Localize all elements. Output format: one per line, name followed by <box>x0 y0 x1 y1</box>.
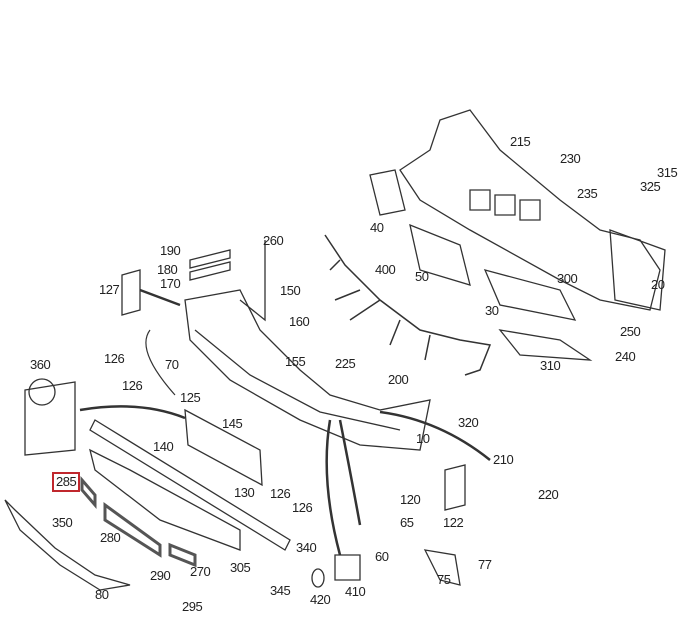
part-label-150[interactable]: 150 <box>280 283 301 298</box>
part-label-180[interactable]: 180 <box>157 262 178 277</box>
part-label-410[interactable]: 410 <box>345 584 366 599</box>
part-label-126a[interactable]: 126 <box>104 351 125 366</box>
support-310 <box>498 329 593 361</box>
ring-420 <box>311 568 325 588</box>
part-label-320[interactable]: 320 <box>458 415 479 430</box>
bracket-20 <box>609 229 666 311</box>
part-label-40[interactable]: 40 <box>370 220 384 235</box>
part-label-325[interactable]: 325 <box>640 179 661 194</box>
part-label-230[interactable]: 230 <box>560 151 581 166</box>
part-label-260[interactable]: 260 <box>263 233 284 248</box>
part-label-250[interactable]: 250 <box>620 324 641 339</box>
part-label-350[interactable]: 350 <box>52 515 73 530</box>
part-label-190[interactable]: 190 <box>160 243 181 258</box>
part-label-126d[interactable]: 126 <box>292 500 313 515</box>
part-label-145[interactable]: 145 <box>222 416 243 431</box>
part-label-240[interactable]: 240 <box>615 349 636 364</box>
part-label-10[interactable]: 10 <box>416 431 430 446</box>
part-label-65[interactable]: 65 <box>400 515 414 530</box>
part-label-360[interactable]: 360 <box>30 357 51 372</box>
bumper-carrier <box>399 109 661 311</box>
part-label-122[interactable]: 122 <box>443 515 464 530</box>
part-label-50[interactable]: 50 <box>415 269 429 284</box>
strip-180 <box>189 249 231 281</box>
part-label-20[interactable]: 20 <box>651 277 665 292</box>
part-label-160[interactable]: 160 <box>289 314 310 329</box>
part-label-215[interactable]: 215 <box>510 134 531 149</box>
trim-305 <box>89 448 241 551</box>
part-label-300[interactable]: 300 <box>557 271 578 286</box>
part-label-126b[interactable]: 126 <box>122 378 143 393</box>
part-label-120[interactable]: 120 <box>400 492 421 507</box>
part-label-30[interactable]: 30 <box>485 303 499 318</box>
grille-285 <box>80 475 97 510</box>
sensor-410 <box>334 554 361 581</box>
part-label-295[interactable]: 295 <box>182 599 203 614</box>
part-label-345[interactable]: 345 <box>270 583 291 598</box>
part-label-280[interactable]: 280 <box>100 530 121 545</box>
part-label-400[interactable]: 400 <box>375 262 396 277</box>
absorber-30 <box>483 269 577 321</box>
cover-122 <box>444 464 466 511</box>
part-label-126c[interactable]: 126 <box>270 486 291 501</box>
part-label-225[interactable]: 225 <box>335 356 356 371</box>
tool-kit-360 <box>24 381 76 456</box>
strip-80 <box>4 499 131 591</box>
part-label-270[interactable]: 270 <box>190 564 211 579</box>
part-label-200[interactable]: 200 <box>388 372 409 387</box>
bracket-50 <box>409 223 471 286</box>
part-label-70[interactable]: 70 <box>165 357 179 372</box>
part-label-155[interactable]: 155 <box>285 354 306 369</box>
part-label-130[interactable]: 130 <box>234 485 255 500</box>
bracket-40 <box>369 169 406 216</box>
part-label-170[interactable]: 170 <box>160 276 181 291</box>
part-label-125[interactable]: 125 <box>180 390 201 405</box>
part-label-210[interactable]: 210 <box>493 452 514 467</box>
part-label-127[interactable]: 127 <box>99 282 120 297</box>
part-label-77[interactable]: 77 <box>478 557 492 572</box>
part-label-220[interactable]: 220 <box>538 487 559 502</box>
part-label-310[interactable]: 310 <box>540 358 561 373</box>
part-label-420[interactable]: 420 <box>310 592 331 607</box>
wiring-harness-400 <box>324 234 492 376</box>
part-label-60[interactable]: 60 <box>375 549 389 564</box>
part-label-140[interactable]: 140 <box>153 439 174 454</box>
part-label-80[interactable]: 80 <box>95 587 109 602</box>
bracket-127 <box>121 269 141 316</box>
part-label-75[interactable]: 75 <box>437 572 451 587</box>
part-label-315[interactable]: 315 <box>657 165 678 180</box>
cap-75 <box>423 549 461 586</box>
bumper-cover <box>184 289 431 451</box>
grille-280 <box>103 502 162 558</box>
part-label-340[interactable]: 340 <box>296 540 317 555</box>
part-label-290[interactable]: 290 <box>150 568 171 583</box>
license-plate-130 <box>184 408 263 487</box>
part-label-305[interactable]: 305 <box>230 560 251 575</box>
part-label-285-highlighted[interactable]: 285 <box>52 472 81 492</box>
grille-270 <box>168 542 197 568</box>
lower-grille <box>89 419 291 551</box>
part-label-235[interactable]: 235 <box>577 186 598 201</box>
